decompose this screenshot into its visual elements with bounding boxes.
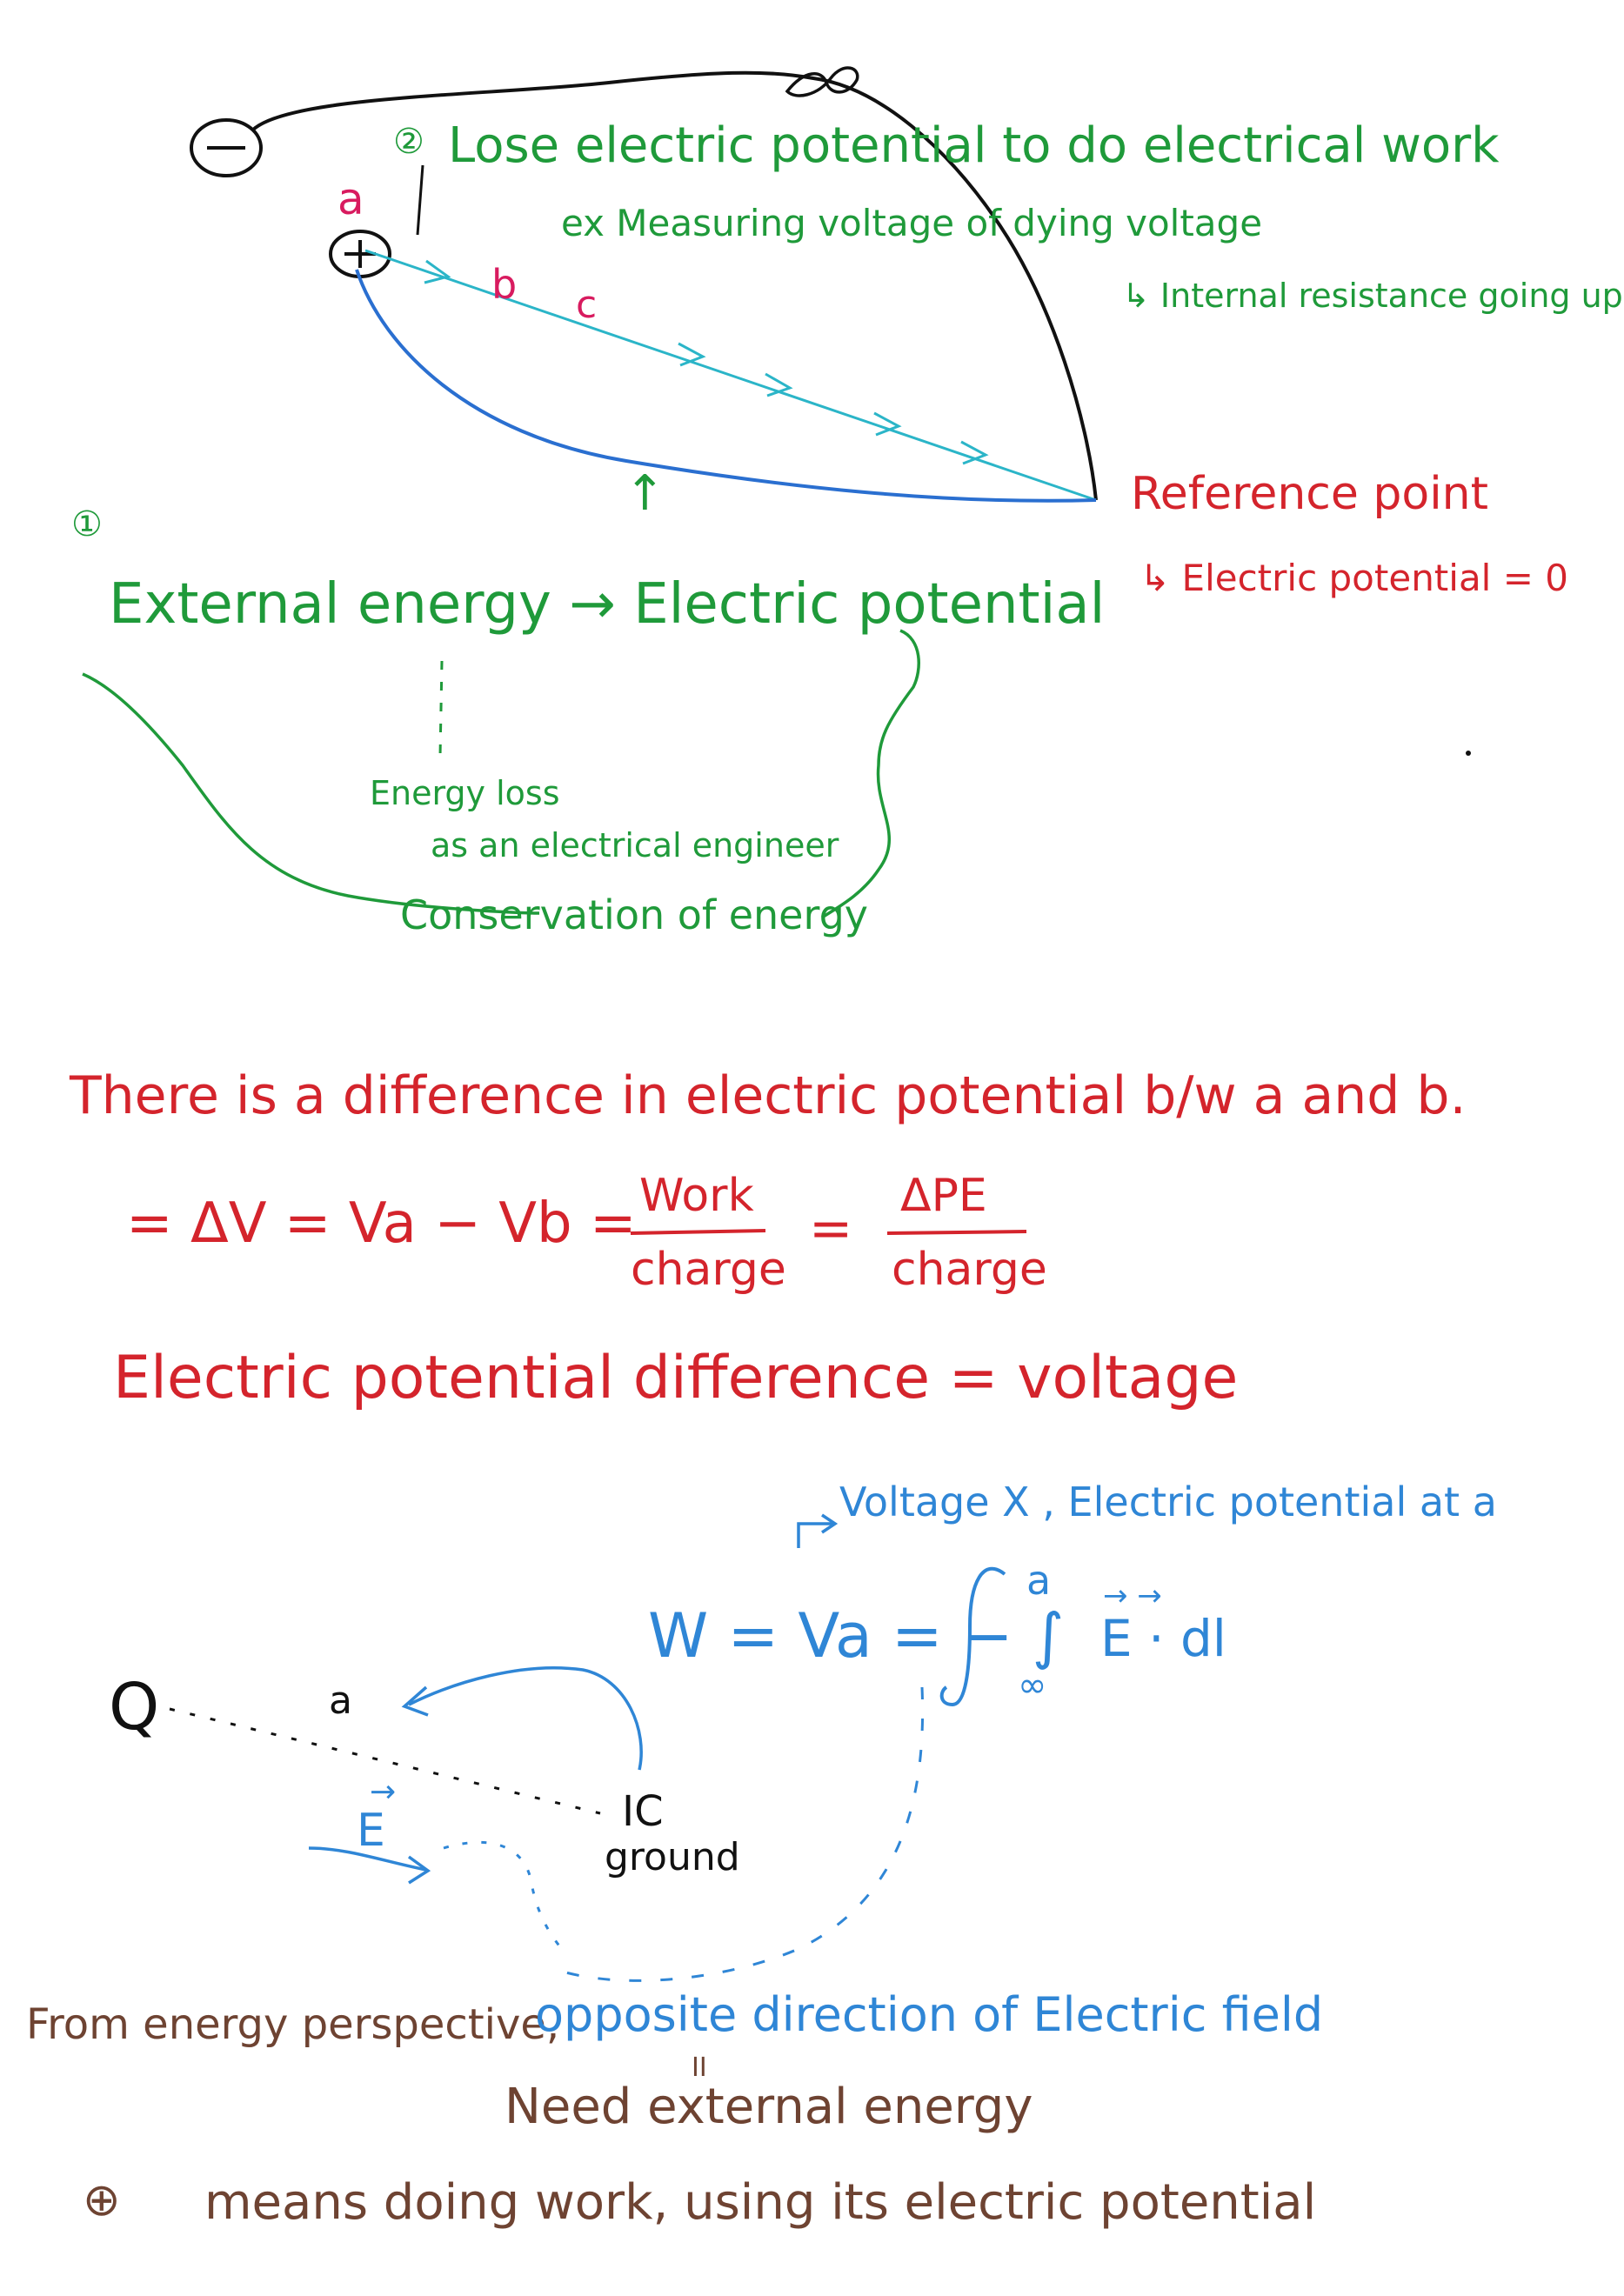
need-external-energy-text: Need external energy <box>505 2079 1033 2135</box>
outer-wire <box>251 70 1098 501</box>
equals-mark: II <box>692 2052 707 2083</box>
opposite-direction-text: opposite direction of Electric field <box>535 1987 1324 2042</box>
ic-label: IC <box>622 1787 664 1836</box>
e-field-arrow <box>308 1846 427 1872</box>
voltage-definition: Electric potential difference = voltage <box>113 1344 1239 1412</box>
reference-point-title: Reference point <box>1131 468 1488 520</box>
field-line <box>364 249 1097 502</box>
energy-loss-dashed <box>438 660 444 758</box>
charge-denominator-2: charge <box>892 1244 1047 1296</box>
energy-loss-text: Energy loss <box>370 774 560 812</box>
left-brace-curve <box>82 672 540 915</box>
external-energy-text: External energy → Electric potential <box>109 572 1106 637</box>
integral-link-dashed <box>556 1686 925 1982</box>
external-energy-path <box>355 269 1097 503</box>
point-a-bottom-label: a <box>329 1679 352 1723</box>
reference-point-sub: ↳ Electric potential = 0 <box>1139 557 1568 599</box>
infinity-icon <box>785 66 859 97</box>
e-to-opposite-dashed <box>443 1841 563 1949</box>
vector-arrows: → → <box>1103 1578 1162 1613</box>
right-brace-curve <box>821 629 920 919</box>
means-doing-work-text: means doing work, using its electric pot… <box>204 2174 1317 2231</box>
stray-dot <box>1466 751 1471 756</box>
difference-statement: There is a difference in electric potent… <box>70 1065 1467 1126</box>
step2-marker-line <box>416 164 424 236</box>
up-arrow-icon: ↑ <box>625 465 665 522</box>
charge-denominator-1: charge <box>631 1244 786 1296</box>
voltage-note: Voltage X , Electric potential at a <box>839 1478 1497 1525</box>
fraction-bar-work <box>630 1229 766 1235</box>
field-arrowheads <box>424 259 989 465</box>
voltage-note-hook-head <box>821 1513 839 1534</box>
conservation-text: Conservation of energy <box>400 891 868 938</box>
ic-to-a-arrowhead <box>401 1685 429 1717</box>
potential-formula: W = Va = − ∫ <box>648 1600 1065 1672</box>
fraction-bar-pe <box>886 1230 1027 1235</box>
energy-perspective-text: From energy perspective, <box>26 2000 560 2049</box>
integral-upper-limit: a <box>1026 1557 1052 1604</box>
integral-sign <box>939 1566 1006 1707</box>
e-dot-dl: E · dl <box>1100 1609 1226 1668</box>
point-c-label: c <box>576 283 598 327</box>
integral-lower-limit: ∞ <box>1018 1665 1047 1705</box>
step2-number: ② <box>393 122 424 162</box>
ground-label: ground <box>605 1835 740 1879</box>
step2-text: Lose electric potential to do electrical… <box>448 117 1500 174</box>
point-b-label: b <box>491 261 518 308</box>
work-numerator: Work <box>639 1170 754 1222</box>
step1-number: ① <box>71 504 103 544</box>
e-field-label: E <box>357 1805 385 1857</box>
delta-pe-numerator: ΔPE <box>900 1170 987 1222</box>
ic-to-a-arrow <box>408 1666 643 1771</box>
example-text: ex Measuring voltage of dying voltage <box>561 202 1263 244</box>
minus-terminal-circle <box>190 118 263 177</box>
plus-circle-icon: ⊕ <box>83 2174 121 2226</box>
e-vector-arrow-label: → <box>370 1774 397 1810</box>
e-field-arrowhead <box>407 1855 431 1885</box>
charge-q-label: Q <box>109 1670 160 1745</box>
internal-resistance-text: ↳ Internal resistance going up <box>1122 277 1623 315</box>
equals-sign-2: = <box>809 1198 853 1259</box>
point-a-label: a <box>337 174 364 224</box>
voltage-note-hook <box>797 1522 833 1548</box>
delta-v-equation: = ΔV = Va − Vb = <box>126 1191 637 1256</box>
as-engineer-text: as an electrical engineer <box>431 826 839 864</box>
